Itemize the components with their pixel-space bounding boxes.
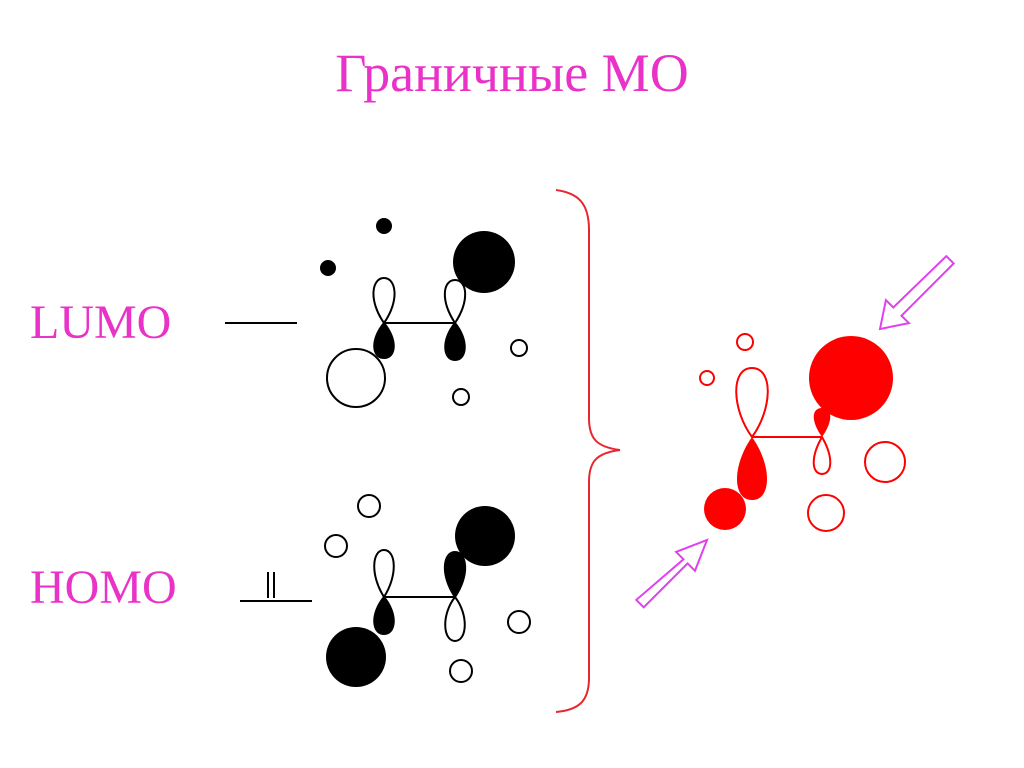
homo-lobe-c1-bottom — [373, 595, 395, 636]
homo-label: HOMO — [30, 561, 177, 614]
combined-lobe-c1-bottom — [737, 437, 767, 500]
combined-orbital — [699, 333, 906, 532]
combined-sub-small-open-2 — [699, 370, 715, 386]
arrow-upper-icon — [878, 254, 956, 331]
lumo-sub-large-filled — [453, 231, 515, 293]
lumo-label: LUMO — [30, 296, 172, 349]
homo-sub-small-open-4 — [449, 659, 473, 683]
slide-title: Граничные МО — [335, 43, 689, 103]
homo-sub-small-open-1 — [357, 494, 381, 518]
combined-sub-medium-filled — [704, 488, 746, 530]
homo-sub-large-filled-1 — [455, 506, 515, 566]
lumo-orbital — [320, 218, 528, 408]
combined-lobe-c1-top — [735, 366, 769, 439]
lumo-sub-large-open — [326, 348, 386, 408]
homo-lobe-c2-bottom — [444, 595, 466, 643]
combined-sub-open-3 — [864, 441, 906, 483]
lumo-lobe-c2-top — [443, 278, 467, 325]
homo-sub-small-open-3 — [507, 610, 531, 634]
lumo-lobe-c1-bottom — [373, 321, 395, 360]
combined-sub-small-open-1 — [736, 333, 754, 351]
lumo-sub-small-dot-2 — [320, 260, 336, 276]
homo-sub-small-open-2 — [324, 534, 348, 558]
lumo-sub-small-dot-1 — [376, 218, 392, 234]
homo-energy-level — [240, 572, 312, 602]
combined-sub-large-filled — [809, 336, 893, 420]
homo-sub-large-filled-2 — [326, 627, 386, 687]
combined-lobe-c2-bottom — [812, 434, 832, 476]
lumo-lobe-c1-top — [372, 276, 396, 325]
homo-lobe-c2-top — [443, 550, 467, 599]
homo-orbital — [324, 494, 531, 687]
lumo-lobe-c2-bottom — [444, 321, 466, 362]
lumo-sub-small-open-1 — [510, 339, 528, 357]
curly-brace — [555, 189, 621, 713]
combined-lobe-c2-top — [813, 408, 831, 437]
combined-sub-open-4 — [807, 494, 845, 532]
lumo-sub-small-open-2 — [452, 388, 470, 406]
homo-lobe-c1-top — [373, 548, 395, 599]
arrow-lower-icon — [634, 538, 709, 609]
